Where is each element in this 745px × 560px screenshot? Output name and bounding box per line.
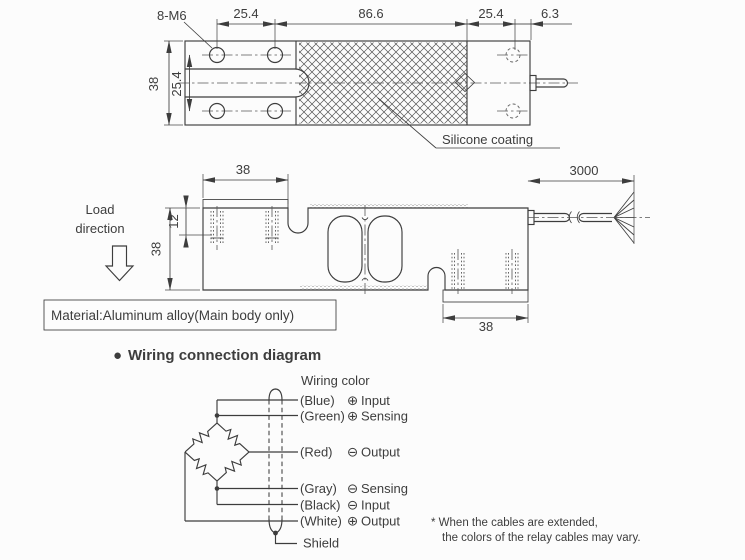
- top-view-left-dimensions: 38 25.4: [146, 40, 193, 126]
- shield-lead: [274, 535, 297, 545]
- polarity-minus-icon: ⊖: [347, 498, 358, 513]
- threaded-holes-left: [210, 206, 279, 250]
- load-direction-annotation: Load direction: [75, 202, 135, 282]
- body-outline-side-view: [202, 207, 529, 291]
- resistor-icon: [216, 422, 250, 453]
- vent-diamond-mark: [454, 72, 476, 93]
- coating-strip-top: [310, 203, 468, 208]
- dim-thread-depth: 12: [166, 214, 181, 228]
- dim-left-pitch: 25.4: [233, 6, 258, 21]
- down-arrow-icon: [104, 245, 135, 282]
- resistor-icon: [184, 422, 218, 453]
- wire-signal-label: Output: [361, 514, 400, 529]
- top-dimension-chain: 25.4 86.6 25.4 6.3: [216, 6, 572, 50]
- silicone-coating-label: Silicone coating: [442, 132, 533, 147]
- wire-row-gray: (Gray) ⊖ Sensing: [300, 481, 408, 496]
- wire-color-label: (Red): [300, 445, 333, 460]
- wire-color-label: (Green): [300, 409, 345, 424]
- wire-row-white: (White) ⊕ Output: [300, 514, 400, 529]
- wire-color-label: (White): [300, 514, 342, 529]
- dim-body-height: 38: [149, 242, 164, 256]
- resistor-icon: [184, 451, 218, 482]
- dim-right-pitch: 25.4: [478, 6, 503, 21]
- side-view: 38 3000 38 12 38 Load direction: [43, 162, 650, 334]
- polarity-minus-icon: ⊖: [347, 445, 358, 460]
- dim-top-mount-width: 38: [236, 162, 250, 177]
- wire-signal-label: Input: [361, 393, 390, 408]
- thread-callout-label: 8-M6: [157, 8, 187, 23]
- center-slot: [185, 68, 310, 98]
- dim-body-width: 38: [146, 77, 161, 91]
- wire-row-green: (Green) ⊕ Sensing: [300, 409, 408, 424]
- side-view-dimensions: 38 3000 38 12 38: [149, 162, 635, 334]
- flexure-cutout: [327, 205, 403, 294]
- thread-callout: 8-M6: [157, 8, 213, 49]
- material-note-label: Material:Aluminum alloy(Main body only): [51, 308, 294, 323]
- wire-signal-label: Input: [361, 498, 390, 513]
- footnote-line1: * When the cables are extended,: [431, 517, 598, 529]
- footnote: * When the cables are extended, the colo…: [431, 517, 641, 544]
- wire-label-rows: (Blue) ⊕ Input (Green) ⊕ Sensing (Red) ⊖…: [300, 393, 408, 529]
- resistor-icon: [216, 451, 250, 482]
- polarity-plus-icon: ⊕: [347, 393, 358, 408]
- load-direction-line2: direction: [75, 221, 124, 236]
- polarity-plus-icon: ⊕: [347, 409, 358, 424]
- shield-label: Shield: [303, 536, 339, 551]
- wiring-diagram: ● Wiring connection diagram Wiring color: [113, 347, 641, 551]
- wire-signal-label: Sensing: [361, 481, 408, 496]
- polarity-plus-icon: ⊕: [347, 514, 358, 529]
- silicone-coating-callout: Silicone coating: [377, 97, 560, 149]
- wire-row-black: (Black) ⊖ Input: [300, 498, 390, 513]
- dim-center-length: 86.6: [358, 6, 383, 21]
- cable-stub-top-view: [529, 74, 569, 92]
- coating-strip-bottom: [300, 285, 427, 290]
- wire-signal-label: Output: [361, 445, 400, 460]
- wire-signal-label: Sensing: [361, 409, 408, 424]
- cable-sheath: [268, 388, 297, 545]
- section-title: Wiring connection diagram: [128, 347, 321, 364]
- wire-color-label: (Black): [300, 498, 340, 513]
- dim-cable-length: 3000: [570, 163, 599, 178]
- dim-bottom-mount-width: 38: [479, 319, 493, 334]
- wire-fan-out: [613, 191, 635, 244]
- dim-cable-boss: 6.3: [541, 6, 559, 21]
- bottom-mounting-pad: [442, 289, 529, 303]
- footnote-line2: the colors of the relay cables may vary.: [442, 532, 641, 544]
- wires: [185, 399, 298, 522]
- load-direction-line1: Load: [86, 202, 115, 217]
- dim-hole-spacing: 25.4: [169, 71, 184, 96]
- top-view: 25.4 86.6 25.4 6.3 38 25.4 8-M6 Silicone…: [146, 6, 578, 149]
- bullet-icon: ●: [113, 347, 122, 364]
- wire-color-label: (Blue): [300, 393, 335, 408]
- wiring-color-heading: Wiring color: [301, 373, 370, 388]
- shield-junction-dot: [273, 530, 278, 536]
- polarity-minus-icon: ⊖: [347, 481, 358, 496]
- threaded-holes-right: [451, 249, 519, 294]
- wire-row-blue: (Blue) ⊕ Input: [300, 393, 390, 408]
- wire-row-red: (Red) ⊖ Output: [300, 445, 400, 460]
- cable-side-view: [527, 191, 650, 244]
- material-note: Material:Aluminum alloy(Main body only): [43, 299, 337, 331]
- section-header: ● Wiring connection diagram: [113, 347, 321, 364]
- top-mounting-pad: [202, 199, 289, 209]
- wire-color-label: (Gray): [300, 481, 337, 496]
- bridge-circuit: [184, 400, 250, 521]
